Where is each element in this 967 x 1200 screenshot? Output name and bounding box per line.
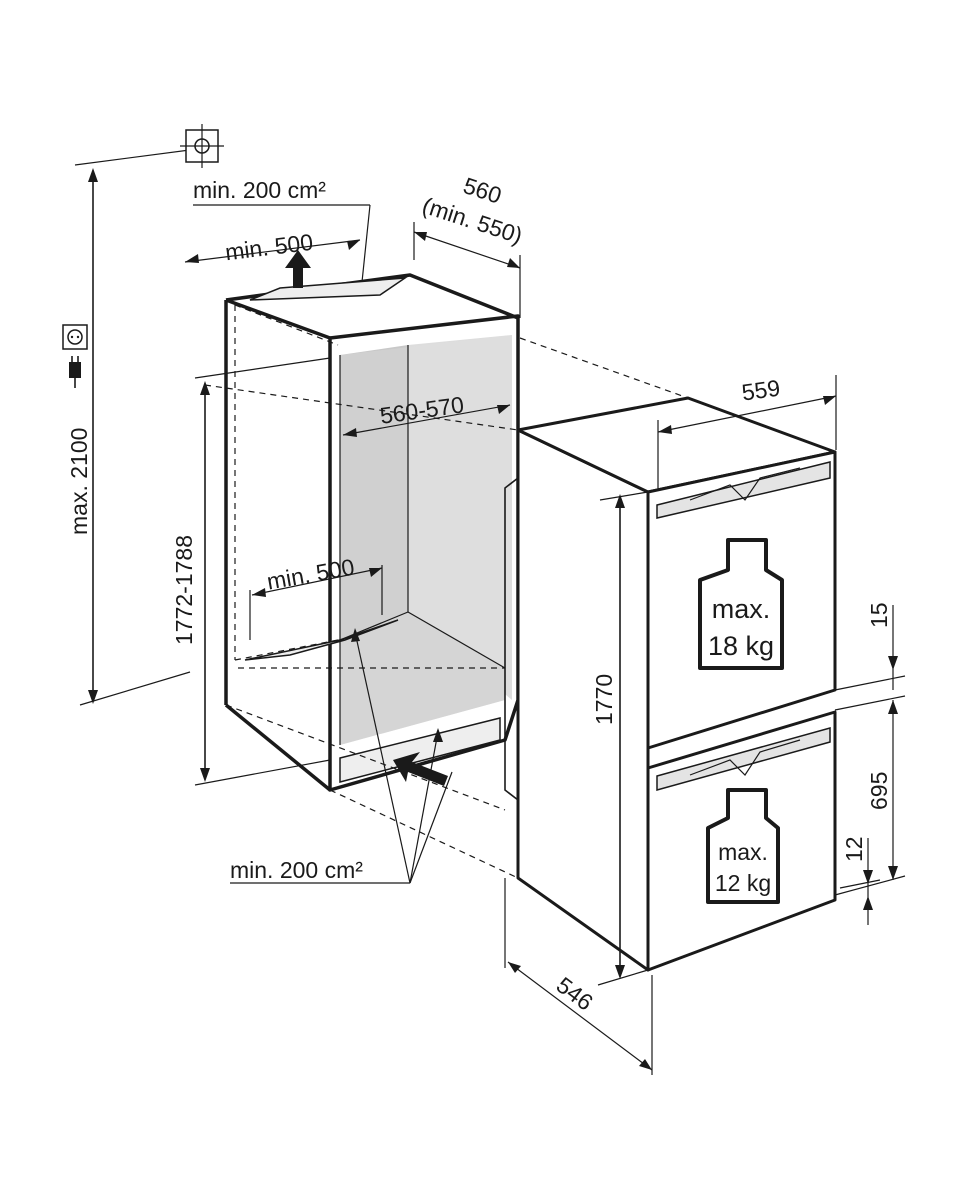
upper-weight-line1: max.	[712, 594, 771, 624]
floor-vent-opening	[244, 619, 399, 661]
appliance-height-label: 1770	[591, 674, 617, 725]
niche-interior-front	[340, 335, 512, 745]
niche-height-label: 1772-1788	[171, 535, 197, 645]
appliance-side	[516, 428, 650, 972]
upper-door-bracket	[656, 461, 831, 519]
niche-depth-label: 560	[460, 172, 505, 209]
lower-weight-line1: max.	[718, 839, 768, 865]
niche-interior-floor	[340, 612, 505, 745]
water-connection-icon	[180, 124, 224, 168]
niche-interior-left	[340, 345, 408, 640]
appliance-width-label: 559	[740, 375, 782, 406]
plinth-vent-opening	[339, 717, 501, 783]
appliance-depth-label: 546	[552, 972, 598, 1016]
weight-icon	[706, 788, 780, 904]
weight-icon	[698, 538, 784, 670]
door-gap-label: 15	[866, 602, 892, 628]
upper-weight-line2: 18 kg	[708, 631, 774, 661]
lower-weight-line2: 12 kg	[715, 870, 771, 896]
socket-icon	[62, 324, 88, 350]
top-vent-opening	[249, 277, 408, 301]
lower-door-height-label: 695	[866, 772, 892, 810]
bottom-gap-label: 12	[841, 836, 867, 862]
vent-top-area-label: min. 200 cm²	[193, 177, 326, 203]
plug-icon	[69, 356, 81, 388]
installation-niche	[224, 250, 520, 792]
niche-interior-back	[408, 335, 512, 700]
arrow-in-icon	[393, 752, 448, 786]
arrow-up-icon	[285, 250, 311, 288]
max-height-label: max. 2100	[66, 428, 92, 535]
vent-bottom-area-label: min. 200 cm²	[230, 857, 363, 883]
